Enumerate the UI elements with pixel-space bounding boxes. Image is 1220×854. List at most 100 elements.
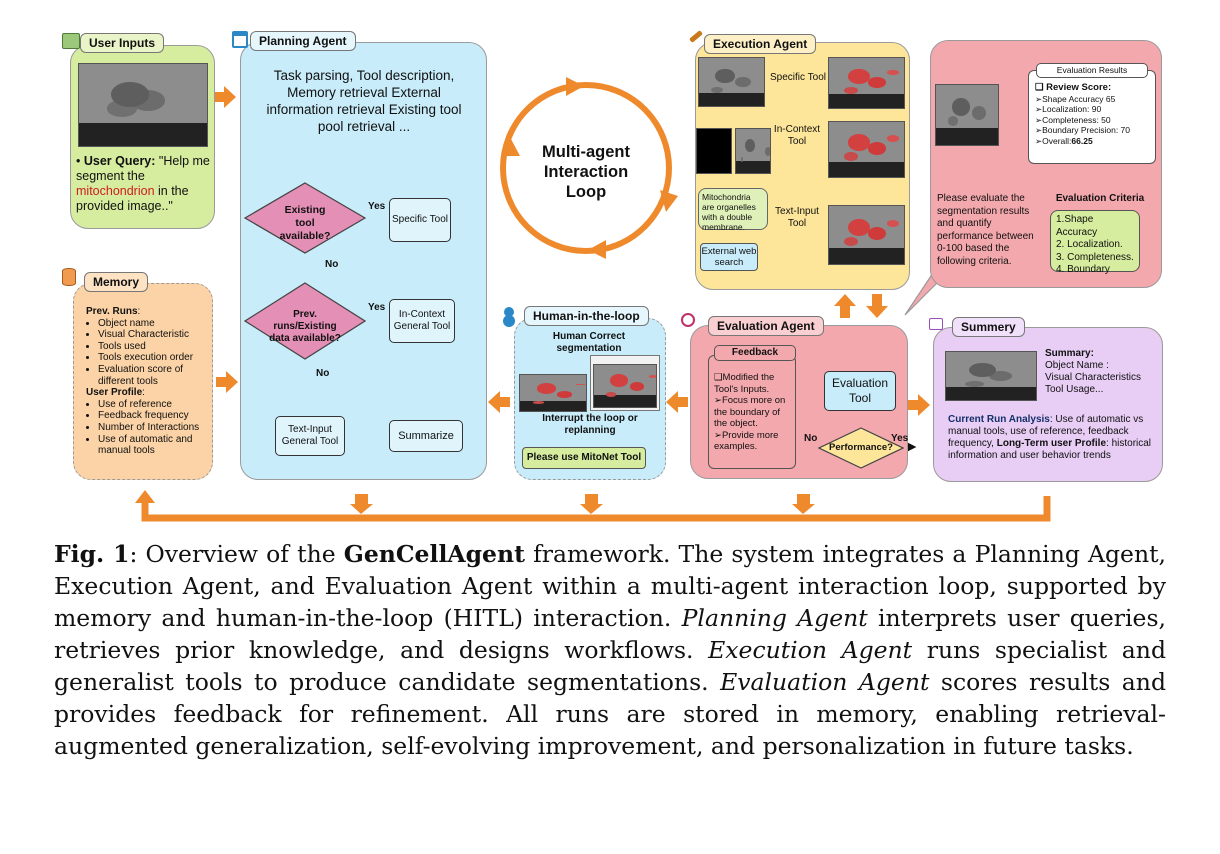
- user-query-post: in the provided image..": [76, 184, 189, 213]
- summary-label: Summary:: [1045, 348, 1094, 359]
- exec-output-image-3: [828, 205, 905, 265]
- planning-steps: Task parsing, Tool description, Memory r…: [266, 68, 462, 134]
- eval-input-image: [935, 84, 999, 146]
- performance-label: Performance?: [829, 442, 893, 453]
- eval-criteria-title: Evaluation Criteria: [1055, 193, 1145, 204]
- feedback-main-text: Modified the Tool's Inputs.: [714, 372, 775, 395]
- feedback-item: ➢Provide more examples.: [714, 429, 779, 453]
- diamond-existing-tool-label: Existing tool available?: [279, 204, 331, 242]
- execution-agent-title: Execution Agent: [704, 34, 817, 54]
- down-arrow-2: [580, 494, 603, 514]
- arrow-eval-to-exec: [834, 294, 856, 318]
- caption-part: scores results and provides feedback for…: [54, 668, 1166, 760]
- prev-run-item: Evaluation score of different tools: [98, 364, 210, 387]
- caption-part: framework. The system integrates a Plann…: [54, 540, 1166, 632]
- overall-label: Overall:: [1042, 135, 1072, 146]
- exec-reference-mask: [696, 128, 732, 174]
- exec-input-image-1: [698, 57, 765, 107]
- no-label-2: No: [316, 368, 330, 379]
- magnifier-icon: [681, 313, 695, 327]
- score-overall: ➢Overall:66.25: [1035, 135, 1093, 146]
- cap-icon: [929, 318, 943, 330]
- evaluation-tool-box: Evaluation Tool: [824, 371, 896, 411]
- criteria-item: 2. Localization.: [1056, 239, 1123, 250]
- caption-italic: Evaluation Agent: [720, 668, 930, 696]
- summary-title: Summery: [952, 317, 1025, 337]
- loop-label: Multi-agent Interaction Loop: [542, 143, 630, 201]
- user-query-highlight: mitochondrion: [76, 184, 155, 198]
- feedback-title: Feedback: [714, 345, 796, 361]
- score-item-text: Shape Accuracy 65: [1042, 93, 1116, 104]
- specific-tool-box: Specific Tool: [389, 198, 451, 242]
- performance-yes: Yes: [891, 433, 909, 444]
- loop-arrowhead-top: [566, 77, 584, 96]
- caption-italic: Execution Agent: [708, 636, 913, 664]
- prev-run-item: Tools execution order: [98, 352, 210, 364]
- arrow-user-to-planning: [214, 86, 236, 108]
- yes-label-1: Yes: [368, 201, 386, 212]
- score-item: ➢Completeness: 50: [1035, 114, 1111, 125]
- review-score-label: Review Score: [1046, 82, 1108, 93]
- prev-run-item: Object name: [98, 318, 210, 330]
- diamond-prev-runs-label: Prev. runs/Existing data available?: [269, 309, 341, 344]
- arrow-eval-to-hitl: [666, 391, 688, 413]
- feedback-main: ❑Modified the Tool's Inputs.: [714, 372, 775, 395]
- diamond-existing-tool: [244, 182, 366, 254]
- bus-arrowhead: [135, 490, 155, 503]
- caption-part: : Overview of the: [129, 540, 344, 568]
- exec-tool3-label: Text-Input Tool: [775, 206, 819, 229]
- exec-output-image-2: [828, 121, 905, 178]
- performance-no: No: [804, 433, 818, 444]
- hitl-bubble: Please use MitoNet Tool: [522, 447, 646, 469]
- no-label-1: No: [325, 259, 339, 270]
- score-item: ➢Boundary Precision: 70: [1035, 125, 1131, 135]
- summary-block: Summary: Object Name : Visual Characteri…: [1045, 348, 1155, 396]
- feedback-body: ❑Modified the Tool's Inputs. ➢Focus more…: [714, 372, 794, 453]
- score-item-text: Completeness: 50: [1042, 114, 1111, 125]
- calendar-icon: [232, 31, 248, 48]
- memory-content: Prev. Runs: Object name Visual Character…: [86, 306, 210, 457]
- hitl-left-image: [519, 374, 587, 412]
- memory-panel: [73, 283, 213, 480]
- loop-circle: [500, 82, 672, 254]
- review-score-heading: ❑ Review Score:: [1035, 82, 1112, 93]
- arrow-eval-to-summary: [906, 394, 930, 416]
- score-item-text: Localization: 90: [1042, 104, 1102, 114]
- summary-line: Tool Usage...: [1045, 384, 1104, 395]
- profile-item: Number of Interactions: [98, 422, 210, 434]
- exec-reference-image: [735, 128, 771, 174]
- hitl-subtitle: Human Correct segmentation: [552, 331, 626, 354]
- longterm-text: : historical information and user behavi…: [948, 438, 1152, 461]
- feedback-item-text: Provide more examples.: [714, 429, 779, 453]
- criteria-item: 1.Shape Accuracy: [1056, 214, 1098, 238]
- criteria-item: 4. Boundary: [1056, 264, 1110, 275]
- exec-tool1-label: Specific Tool: [770, 72, 826, 83]
- user-profile-list: Use of reference Feedback frequency Numb…: [86, 399, 210, 457]
- loop-arrowhead-bottom: [588, 240, 606, 259]
- eval-results-body: ❑ Review Score: ➢Shape Accuracy 65 ➢Loca…: [1035, 82, 1153, 146]
- exec-knowledge-bubble: Mitochondria are organelles with a doubl…: [698, 188, 768, 232]
- down-arrow-3: [792, 494, 815, 514]
- profile-item: Use of reference: [98, 399, 210, 411]
- eval-criteria-box: 1.Shape Accuracy 2. Localization. 3. Com…: [1050, 210, 1140, 275]
- hitl-interrupt: Interrupt the loop or replanning: [542, 413, 638, 436]
- down-arrow-1: [350, 494, 373, 514]
- score-item: ➢Localization: 90: [1035, 104, 1102, 114]
- planning-agent-panel: [240, 42, 487, 480]
- prev-runs-list: Object name Visual Characteristic Tools …: [86, 318, 210, 388]
- eval-results-scroll: [1028, 70, 1156, 164]
- eval-results-title: Evaluation Results: [1036, 63, 1148, 78]
- caption-fig-label: Fig. 1: [54, 540, 130, 568]
- user-inputs-title: User Inputs: [80, 33, 165, 53]
- summarize-box: Summarize: [389, 420, 463, 452]
- user-query-label: User Query:: [83, 154, 156, 168]
- hitl-right-image: [593, 364, 657, 408]
- summary-line: Visual Characteristics: [1045, 372, 1141, 383]
- exec-web-search: External web search: [700, 243, 758, 271]
- memory-title: Memory: [84, 272, 149, 292]
- criteria-item: 3. Completeness.: [1056, 251, 1134, 263]
- evaluation-agent-title: Evaluation Agent: [708, 316, 824, 336]
- hitl-title: Human-in-the-loop: [524, 306, 649, 326]
- feedback-scroll: [708, 355, 796, 469]
- summary-image: [945, 351, 1037, 401]
